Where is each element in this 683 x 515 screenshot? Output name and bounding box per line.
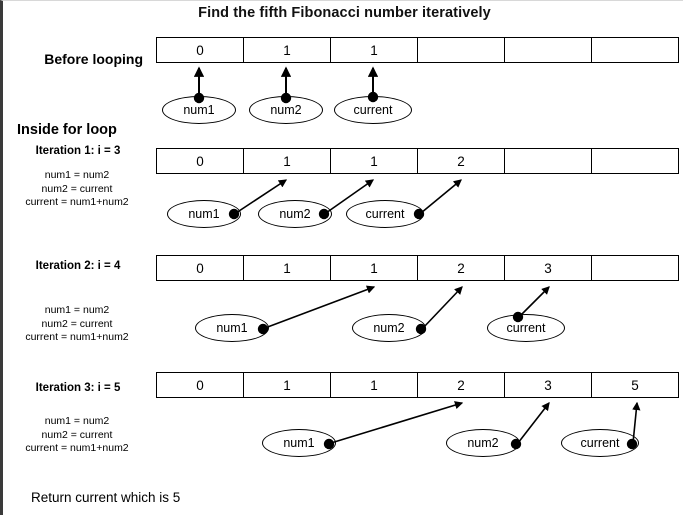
array-cell: [505, 38, 592, 62]
variable-bubble-num1: num1: [262, 429, 336, 457]
array-iteration-2: 0 1 1 2 3: [156, 255, 679, 281]
variable-bubble-num1: num1: [162, 96, 236, 124]
variable-bubble-num1: num1: [195, 314, 269, 342]
array-cell: 1: [244, 256, 331, 280]
variable-bubble-num2: num2: [258, 200, 332, 228]
formula-line-3: current = num1+num2: [25, 196, 129, 208]
array-cell: 1: [244, 373, 331, 397]
array-cell: 3: [505, 256, 592, 280]
formula-line-2: num2 = current: [41, 182, 113, 195]
array-before-looping: 0 1 1: [156, 37, 679, 63]
variable-bubble-current: current: [334, 96, 412, 124]
footer-return-statement: Return current which is 5: [31, 490, 181, 505]
array-cell: [592, 38, 678, 62]
array-cell: 3: [505, 373, 592, 397]
variable-bubble-num2: num2: [446, 429, 520, 457]
row-label-before-looping: Before looping: [44, 51, 143, 67]
array-cell: 1: [331, 373, 418, 397]
array-cell: 1: [244, 38, 331, 62]
array-cell: 1: [331, 38, 418, 62]
formula-line-1: num1 = num2: [44, 415, 110, 427]
formula-line-1: num1 = num2: [44, 169, 110, 181]
array-cell: 2: [418, 373, 505, 397]
row-label-iteration-3: Iteration 3: i = 5: [35, 382, 121, 394]
variable-bubble-num2: num2: [352, 314, 426, 342]
formula-line-1: num1 = num2: [44, 304, 110, 316]
array-cell: 1: [331, 256, 418, 280]
formula-line-2: num2 = current: [41, 428, 113, 441]
array-cell: 1: [331, 149, 418, 173]
formula-line-3: current = num1+num2: [25, 442, 129, 454]
array-cell: 0: [157, 256, 244, 280]
array-cell: [592, 149, 678, 173]
array-cell: 2: [418, 149, 505, 173]
variable-bubble-num1: num1: [167, 200, 241, 228]
variable-bubble-current: current: [561, 429, 639, 457]
array-cell: 5: [631, 377, 639, 393]
formula-block-iteration-1: num1 = num2 num2 = current current = num…: [3, 169, 153, 210]
variable-bubble-current: current: [487, 314, 565, 342]
variable-bubble-num2: num2: [249, 96, 323, 124]
array-iteration-1: 0 1 1 2: [156, 148, 679, 174]
row-label-iteration-2: Iteration 2: i = 4: [35, 260, 121, 272]
array-cell: 0: [157, 38, 244, 62]
array-cell: [505, 149, 592, 173]
variable-bubble-current: current: [346, 200, 424, 228]
formula-line-2: num2 = current: [41, 317, 113, 330]
array-cell: 0: [157, 149, 244, 173]
formula-block-iteration-3: num1 = num2 num2 = current current = num…: [3, 415, 153, 456]
section-label-inside-for-loop: Inside for loop: [17, 122, 117, 138]
array-cell: 2: [418, 256, 505, 280]
array-cell: 0: [157, 373, 244, 397]
array-iteration-3: 0 1 1 2 3 5: [156, 372, 679, 398]
row-label-iteration-1: Iteration 1: i = 3: [35, 145, 121, 157]
formula-line-3: current = num1+num2: [25, 331, 129, 343]
array-cell: 1: [244, 149, 331, 173]
array-cell: [592, 256, 678, 280]
page-title: Find the fifth Fibonacci number iterativ…: [198, 5, 491, 21]
array-cell: [418, 38, 505, 62]
formula-block-iteration-2: num1 = num2 num2 = current current = num…: [3, 304, 153, 345]
